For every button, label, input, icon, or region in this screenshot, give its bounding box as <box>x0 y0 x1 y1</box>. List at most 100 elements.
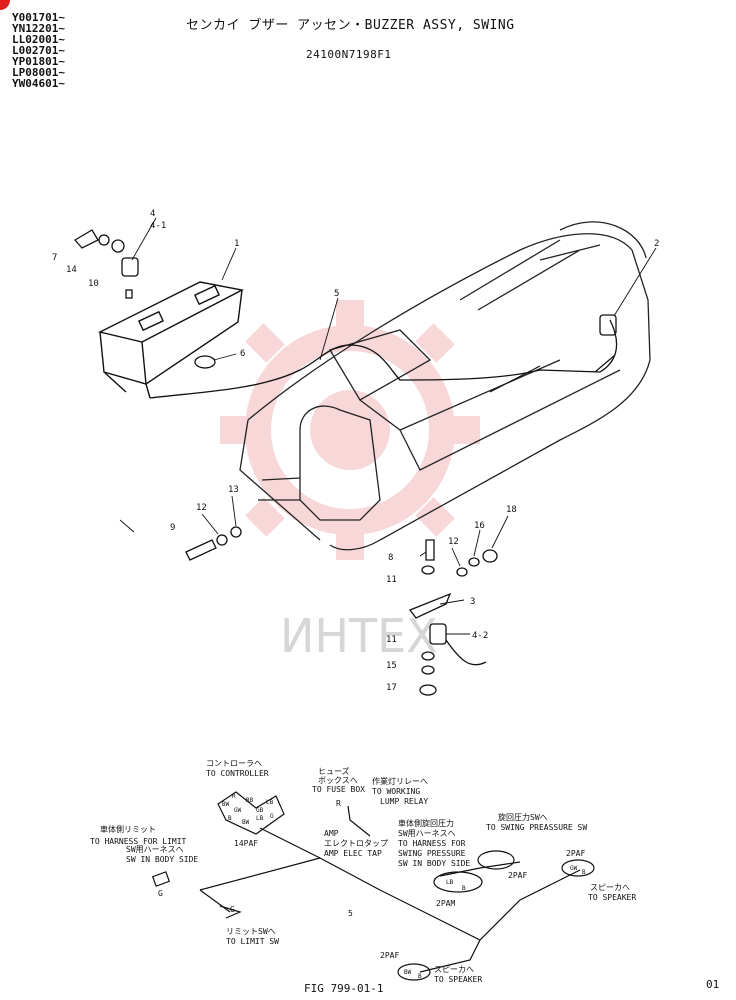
serial-number: YN12201~ <box>12 22 65 35</box>
callout: 18 <box>506 505 517 515</box>
figure-number: FIG 799-01-1 <box>304 982 384 995</box>
callout: 16 <box>474 521 485 531</box>
label-limit-en1: TO HARNESS FOR LIMIT <box>90 837 187 846</box>
label-fuse-en: TO FUSE BOX <box>312 785 365 794</box>
callout: 10 <box>88 279 99 289</box>
label-relay-en1: TO WORKING <box>372 787 420 796</box>
harness-trunk <box>259 827 581 941</box>
pin-label: LB <box>256 815 264 822</box>
pin-label: GB <box>256 807 264 814</box>
washer-12 <box>216 534 228 546</box>
label-limit-sw-en: TO LIMIT SW <box>226 937 279 946</box>
label-speaker2-jp: スピーカへ <box>434 965 474 974</box>
bolt-8 <box>425 539 435 561</box>
label-limit-sw-jp: リミットSWへ <box>226 927 276 936</box>
label-speaker-en: TO SPEAKER <box>588 893 636 902</box>
pin-label: B <box>462 885 466 892</box>
pin-label: BW <box>404 969 412 976</box>
label-2paf-b: 2PAF <box>508 871 527 880</box>
label-controller-en: TO CONTROLLER <box>206 769 269 778</box>
machine-body-outline <box>239 221 651 551</box>
washer-11b <box>421 651 435 661</box>
washer-16 <box>468 557 480 567</box>
callout: 4-1 <box>150 221 166 231</box>
callout: 5 <box>334 289 339 299</box>
nut-18 <box>482 549 498 563</box>
arrow-limit-sw <box>219 905 242 919</box>
pin-label: G <box>270 813 274 820</box>
label-pressure-jp2: SW用ハーネスへ <box>398 829 456 838</box>
label-g1: G <box>158 889 163 898</box>
bracket-3 <box>408 592 452 619</box>
bolt-7 <box>73 229 99 249</box>
pin-label: RB <box>246 797 254 804</box>
callout: 9 <box>170 523 175 533</box>
harness-wire <box>149 319 618 399</box>
label-fuse-jp2: ボックスへ <box>318 776 358 785</box>
callout: 11 <box>386 575 397 585</box>
connector-14paf <box>217 791 285 835</box>
label-relay-en2: LUMP RELAY <box>380 797 428 806</box>
wiring-labels: コントローラヘ TO CONTROLLER ヒューズ ボックスへ TO FUSE… <box>90 759 636 984</box>
washer-15 <box>421 665 435 675</box>
callout: 11 <box>386 635 397 645</box>
label-14paf: 14PAF <box>234 839 258 848</box>
panel-bracket-part <box>97 281 245 399</box>
callout: 12 <box>448 537 459 547</box>
label-pressure-en3: SW IN BODY SIDE <box>398 859 470 868</box>
callout: 1 <box>234 239 239 249</box>
buzzer-4-1 <box>121 257 139 277</box>
label-2pam: 2PAM <box>436 899 455 908</box>
page-title: センカイ ブザー アッセン・BUZZER ASSY, SWING <box>186 18 515 33</box>
serial-number: L002701~ <box>12 44 65 57</box>
serial-number: YP01801~ <box>12 55 65 68</box>
washer-10 <box>111 239 125 253</box>
label-pressure-en1: TO HARNESS FOR <box>398 839 466 848</box>
pin-label: R <box>232 793 236 800</box>
label-swing-pressure-sw-en: TO SWING PREASSURE SW <box>486 823 587 832</box>
washer-11a <box>421 565 435 575</box>
pin-label: GW <box>234 807 242 814</box>
harness-speaker-branch <box>419 939 481 973</box>
connector-2pam <box>433 871 483 893</box>
callout-labels: 1 2 3 4 4-1 4-2 5 6 7 8 9 10 11 11 12 12… <box>52 209 659 693</box>
label-wire-5: 5 <box>348 909 353 918</box>
label-limit-jp2: SW用ハーネスへ <box>126 845 184 854</box>
watermark-logo <box>220 300 480 560</box>
label-speaker-jp: スピーカへ <box>590 883 630 892</box>
callout: 14 <box>66 265 77 275</box>
label-r: R <box>336 799 341 808</box>
harness-pressure-branch <box>439 861 521 877</box>
callout: 17 <box>386 683 397 693</box>
callout: 7 <box>52 253 57 263</box>
pin-label: BW <box>242 819 250 826</box>
callout: 2 <box>654 239 659 249</box>
pin-label: B <box>418 973 422 980</box>
grommet-6 <box>194 355 216 369</box>
connector-2paf-b <box>477 850 515 870</box>
label-controller-jp: コントローラヘ <box>206 759 262 768</box>
speaker-2 <box>599 314 617 336</box>
assembly-part-number: 24100N7198F1 <box>306 48 392 61</box>
serial-number-list: Y001701~ YN12201~ LL02001~ L002701~ YP01… <box>12 12 65 89</box>
pin-label: LB <box>446 879 454 886</box>
hardware-parts <box>73 229 617 696</box>
label-pressure-jp1: 車体側旋回圧力 <box>398 818 454 828</box>
washer-13 <box>230 526 242 538</box>
harness-limit-branch <box>199 857 321 913</box>
label-amp: AMP <box>324 829 339 838</box>
serial-number: LP08001~ <box>12 66 65 79</box>
label-limit-jp1: 車体側リミット <box>100 824 156 834</box>
label-limit-en2: SW IN BODY SIDE <box>126 855 198 864</box>
pin-label: LB <box>266 799 274 806</box>
pin-label: B <box>582 869 586 876</box>
label-g2: G <box>230 905 235 914</box>
label-amp-jp: エレクトロタップ <box>324 839 388 848</box>
callout: 6 <box>240 349 245 359</box>
callout: 8 <box>388 553 393 563</box>
pin-label: GW <box>570 865 578 872</box>
watermark-text: ИНТЕХ <box>280 609 438 663</box>
pin-label: BW <box>222 801 230 808</box>
buzzer-terminal <box>125 289 133 299</box>
